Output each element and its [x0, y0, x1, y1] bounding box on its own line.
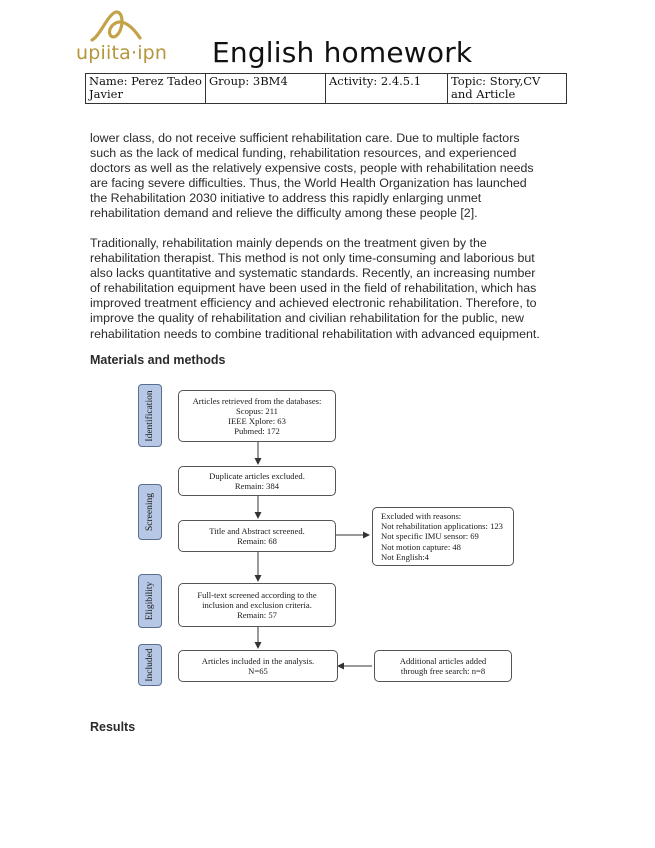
info-table: Name: Perez Tadeo Javier Group: 3BM4 Act… — [85, 73, 567, 104]
box-title-abstract-screened: Title and Abstract screened. Remain: 68 — [178, 520, 336, 552]
paragraph-line: rehabilitation demand and relieve the di… — [90, 206, 478, 221]
logo-emblem-icon — [90, 10, 142, 42]
name-cell: Name: Perez Tadeo Javier — [85, 73, 206, 104]
flowchart-arrows — [254, 442, 372, 670]
box-excluded-reasons: Excluded with reasons: Not rehabilitatio… — [372, 507, 514, 566]
paragraph-line: of rehabilitation equipment have been us… — [90, 281, 537, 296]
paragraph-line: improve the quality of rehabilitation an… — [90, 311, 524, 326]
paragraph-line: are facing severe difficulties. Thus, th… — [90, 176, 527, 191]
activity-cell: Activity: 2.4.5.1 — [325, 73, 448, 104]
box-articles-included: Articles included in the analysis. N=65 — [178, 650, 338, 682]
paragraph-line: Traditionally, rehabilitation mainly dep… — [90, 236, 487, 250]
stage-included: Included — [138, 644, 162, 686]
paragraph-line: improved treatment efficiency and achiev… — [90, 296, 537, 311]
paragraph-1: lower class, do not receive sufficient r… — [90, 131, 560, 222]
group-cell: Group: 3BM4 — [205, 73, 326, 104]
upiita-ipn-logo: upiita·ipn — [72, 8, 172, 72]
box-additional-articles: Additional articles added through free s… — [374, 650, 512, 682]
stage-identification: Identification — [138, 384, 162, 447]
logo-text: upiita·ipn — [76, 42, 168, 64]
stage-screening: Screening — [138, 484, 162, 540]
box-duplicates-excluded: Duplicate articles excluded. Remain: 384 — [178, 466, 336, 496]
paragraph-line: lower class, do not receive sufficient r… — [90, 131, 520, 145]
paragraph-line: rehabilitation therapist. This method is… — [90, 251, 535, 266]
heading-materials-methods: Materials and methods — [90, 353, 226, 367]
paragraph-line: the Rehabilitation 2030 initiative to ad… — [90, 191, 482, 206]
box-full-text-screened: Full-text screened according to the incl… — [178, 583, 336, 627]
heading-results: Results — [90, 720, 136, 734]
topic-cell: Topic: Story,CV and Article — [447, 73, 567, 104]
paragraph-line: also lacks quantitative and systematic s… — [90, 266, 536, 281]
paragraph-line: such as the lack of medical funding, reh… — [90, 146, 517, 161]
paragraph-line: doctors as well as the relatively expens… — [90, 161, 534, 176]
box-articles-retrieved: Articles retrieved from the databases: S… — [178, 390, 336, 442]
paragraph-line: rehabilitation needs to combine traditio… — [90, 326, 540, 341]
page-title: English homework — [212, 36, 473, 69]
info-table-row: Name: Perez Tadeo Javier Group: 3BM4 Act… — [85, 73, 567, 104]
paragraph-2: Traditionally, rehabilitation mainly dep… — [90, 236, 560, 342]
stage-eligibility: Eligibility — [138, 574, 162, 628]
